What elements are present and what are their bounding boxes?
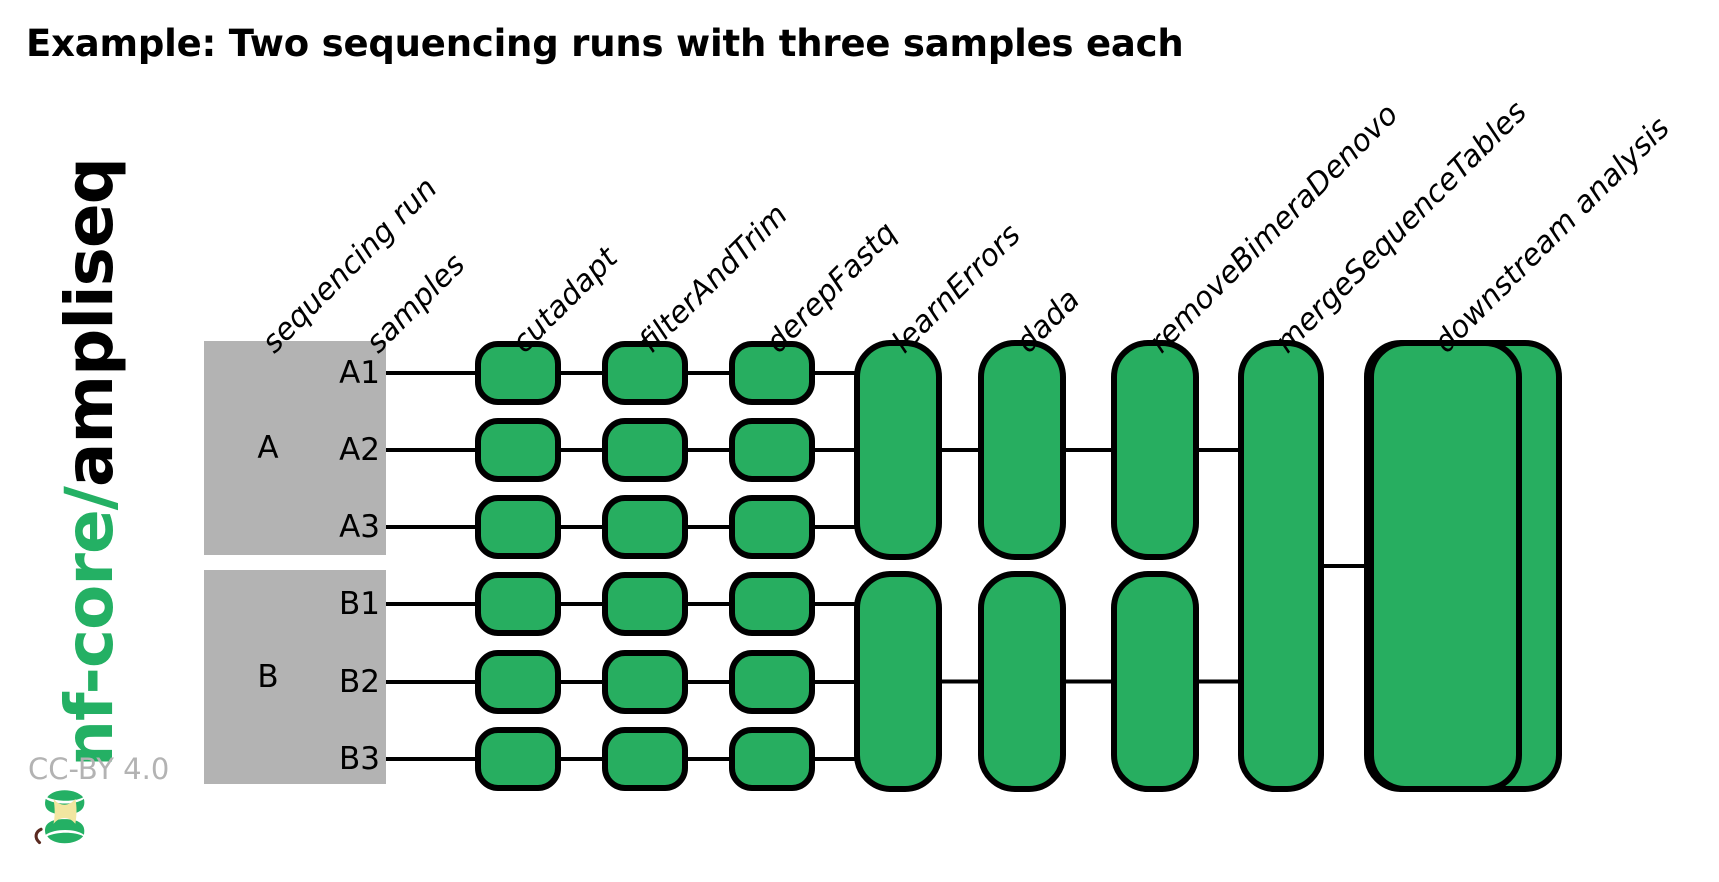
sample-label-A3: A3: [339, 509, 380, 545]
node-cutadapt-B2[interactable]: [475, 650, 561, 714]
node-learnErrors-run-B[interactable]: [854, 571, 942, 792]
node-removeBimeraDenovo-run-B[interactable]: [1111, 571, 1199, 792]
sample-label-A1: A1: [339, 355, 380, 391]
node-cutadapt-B1[interactable]: [475, 572, 561, 636]
node-filterAndTrim-B1[interactable]: [602, 572, 688, 636]
node-learnErrors-run-A[interactable]: [854, 340, 942, 560]
node-downstream-analysis-layer-1[interactable]: [1368, 340, 1522, 792]
node-filterAndTrim-A2[interactable]: [602, 418, 688, 482]
group-box-run-B: [204, 570, 386, 784]
sample-label-B3: B3: [339, 741, 380, 777]
node-filterAndTrim-A3[interactable]: [602, 495, 688, 559]
node-derepFastq-A1[interactable]: [729, 341, 815, 405]
sample-label-B2: B2: [339, 664, 380, 700]
node-dada-run-A[interactable]: [978, 340, 1066, 560]
run-label-A: A: [257, 430, 279, 466]
node-derepFastq-B3[interactable]: [729, 727, 815, 791]
sample-label-B1: B1: [339, 586, 380, 622]
sample-label-A2: A2: [339, 432, 380, 468]
page-title: Example: Two sequencing runs with three …: [26, 22, 1184, 65]
group-box-run-A: [204, 341, 386, 555]
node-cutadapt-A2[interactable]: [475, 418, 561, 482]
node-mergeSequenceTables[interactable]: [1238, 340, 1324, 792]
node-cutadapt-A1[interactable]: [475, 341, 561, 405]
node-removeBimeraDenovo-run-A[interactable]: [1111, 340, 1199, 560]
node-filterAndTrim-B2[interactable]: [602, 650, 688, 714]
run-label-B: B: [257, 659, 279, 695]
nf-core-logo-icon: [27, 777, 105, 855]
license-text: CC-BY 4.0: [28, 752, 170, 786]
node-dada-run-B[interactable]: [978, 571, 1066, 792]
node-filterAndTrim-B3[interactable]: [602, 727, 688, 791]
node-filterAndTrim-A1[interactable]: [602, 341, 688, 405]
node-cutadapt-B3[interactable]: [475, 727, 561, 791]
node-derepFastq-A3[interactable]: [729, 495, 815, 559]
node-cutadapt-A3[interactable]: [475, 495, 561, 559]
node-derepFastq-A2[interactable]: [729, 418, 815, 482]
node-derepFastq-B1[interactable]: [729, 572, 815, 636]
node-derepFastq-B2[interactable]: [729, 650, 815, 714]
brand-block: nf-core/ampliseq: [27, 158, 150, 855]
